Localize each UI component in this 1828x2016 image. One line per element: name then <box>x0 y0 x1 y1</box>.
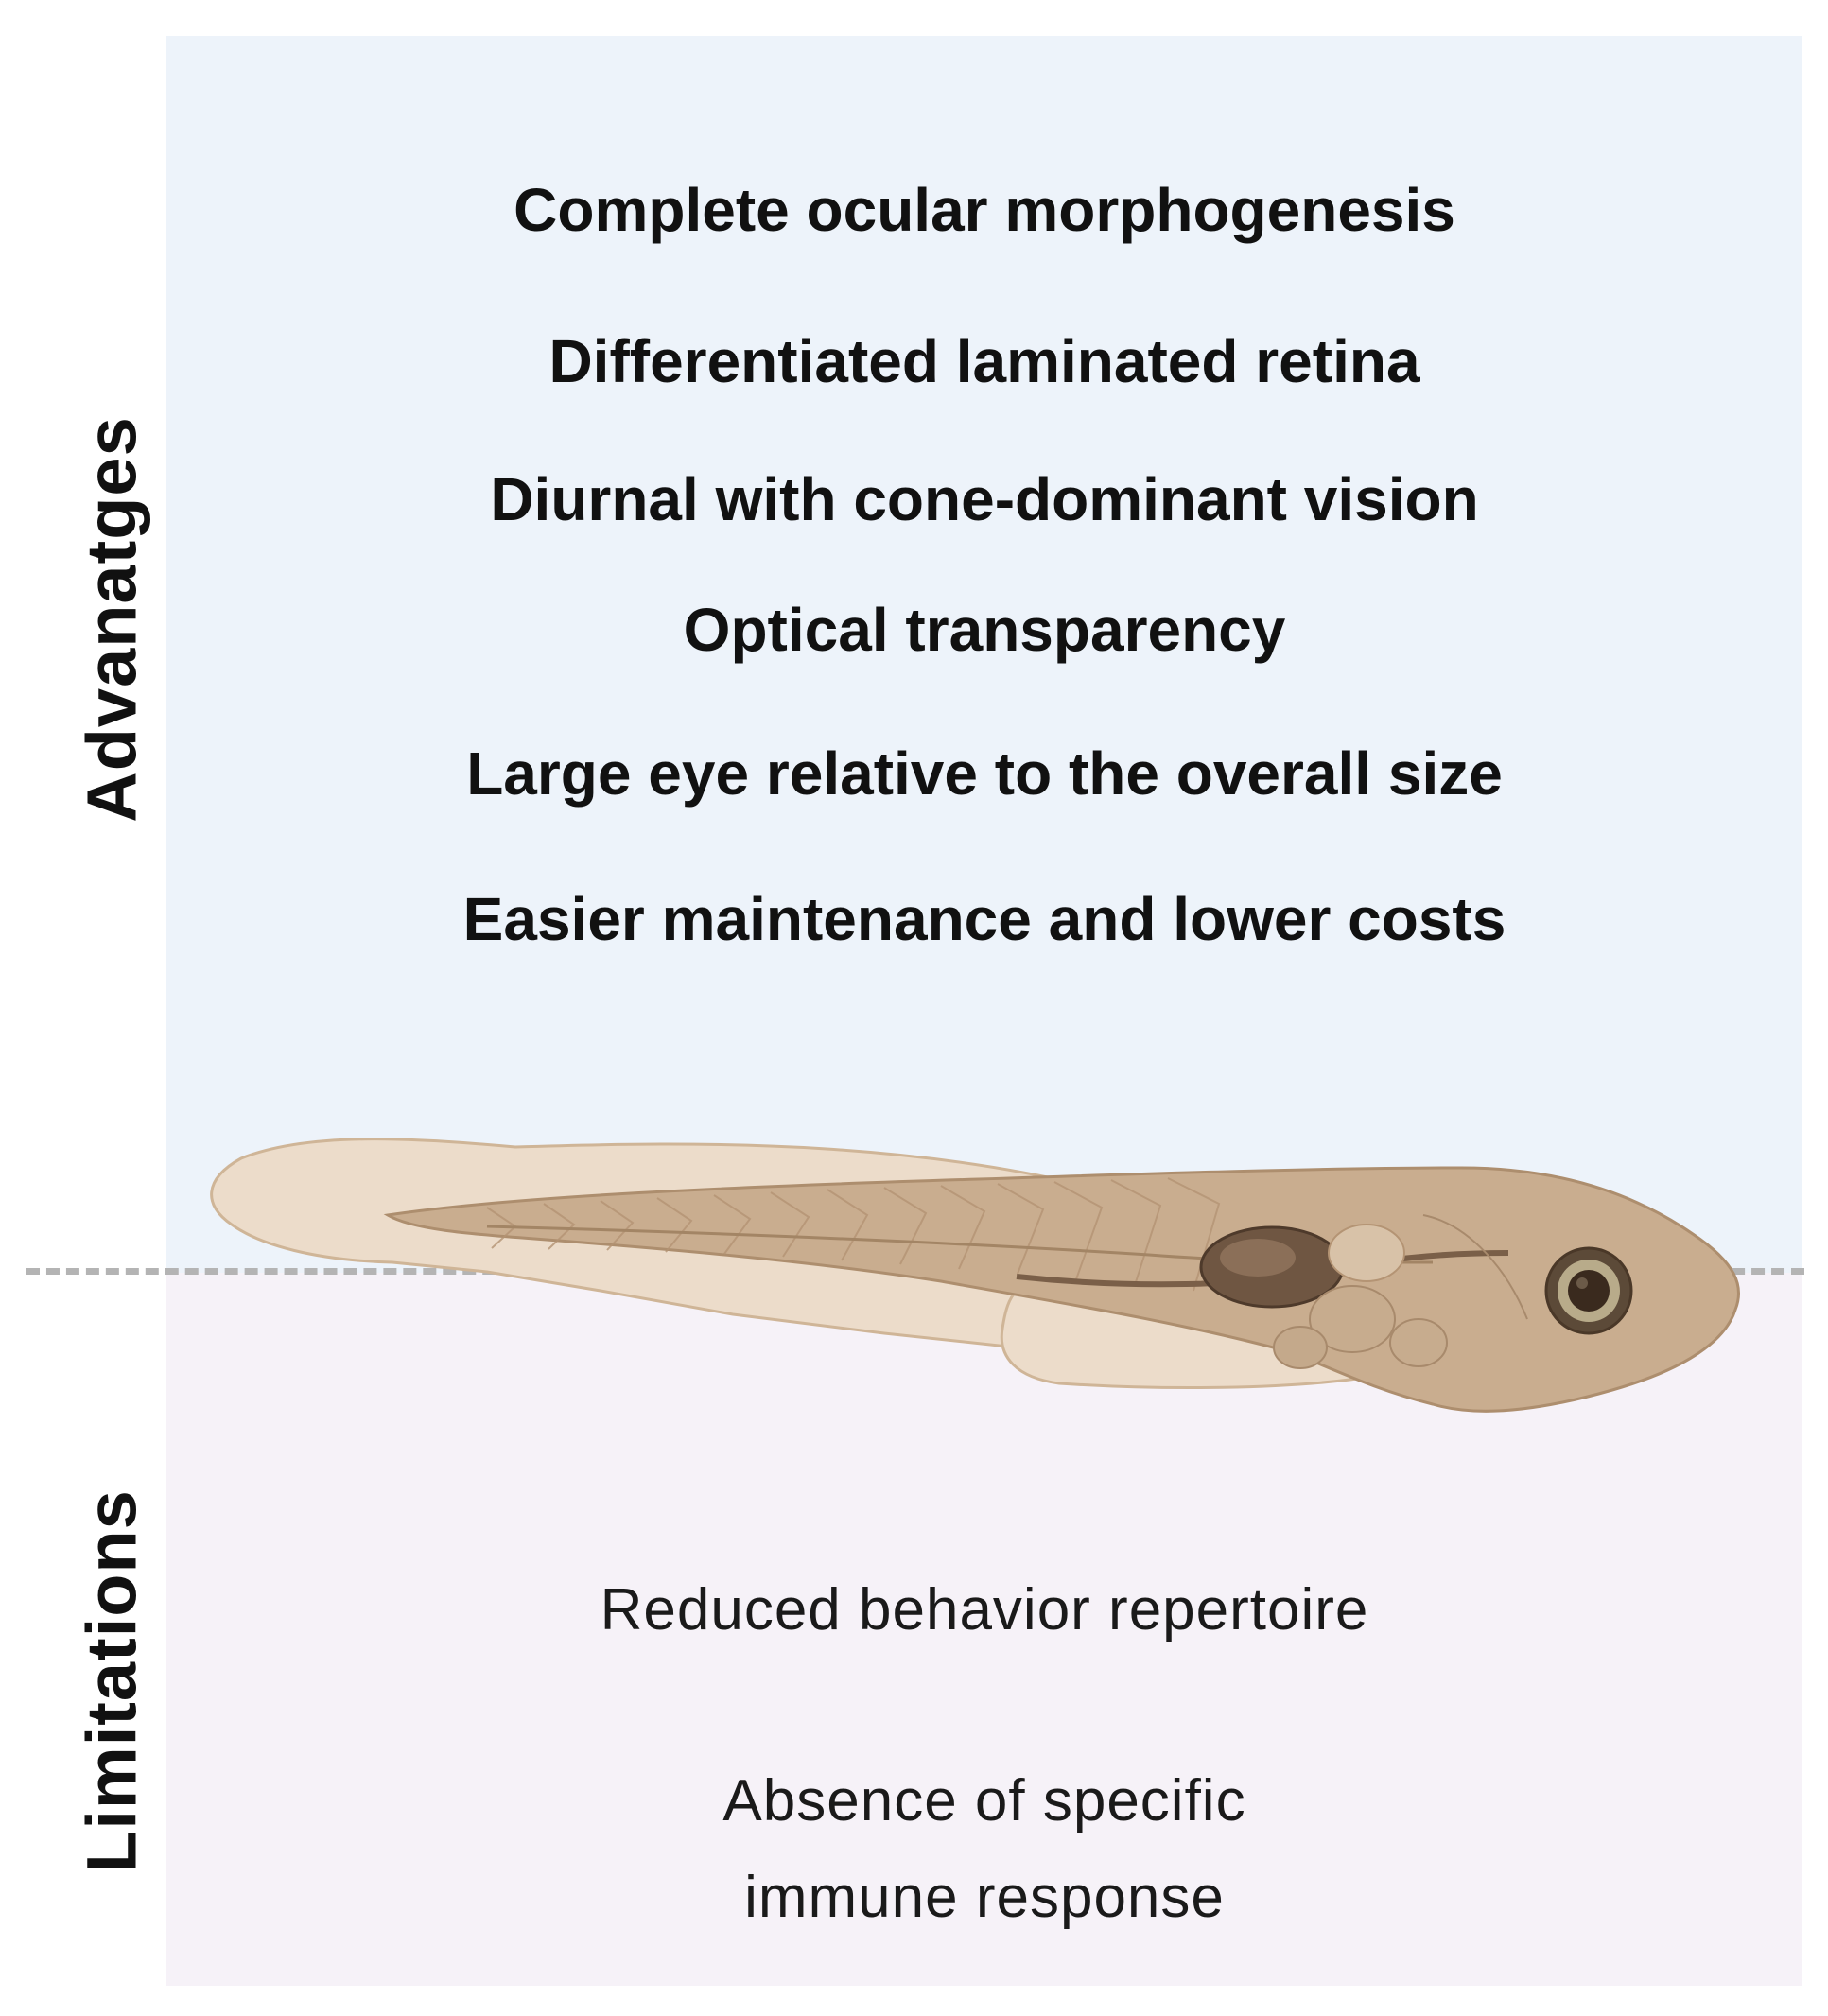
advantage-item: Optical transparency <box>683 596 1286 664</box>
advantage-item: Easier maintenance and lower costs <box>462 885 1506 953</box>
zebrafish-larva-icon <box>210 1138 1740 1413</box>
advantage-item: Differentiated laminated retina <box>548 327 1420 395</box>
advantage-item: Large eye relative to the overall size <box>466 739 1503 808</box>
advantage-item: Complete ocular morphogenesis <box>514 176 1455 244</box>
advantages-panel <box>166 36 1802 1273</box>
advantages-heading: Advanatges <box>72 416 151 823</box>
advantage-item: Diurnal with cone-dominant vision <box>490 465 1479 533</box>
limitation-item: Absence of specific immune response <box>722 1768 1246 1930</box>
limitations-heading: Limitations <box>72 1489 151 1873</box>
limitation-item: Reduced behavior repertoire <box>600 1577 1369 1642</box>
